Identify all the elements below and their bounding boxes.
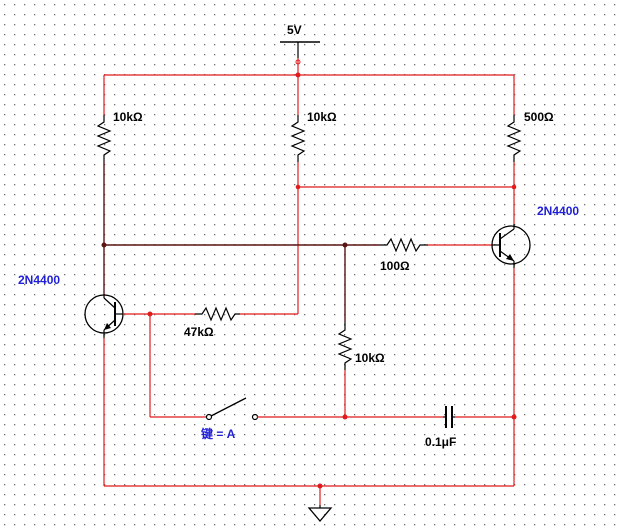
transistor-left-label: 2N4400: [18, 273, 60, 287]
resistor-left-top[interactable]: [96, 115, 112, 162]
ground-icon[interactable]: [307, 505, 333, 523]
resistor-right-top[interactable]: [506, 115, 522, 162]
resistor-mid-top-label: 10kΩ: [307, 110, 337, 124]
resistor-base-right-label: 100Ω: [380, 259, 410, 273]
resistor-base-left-label: 47kΩ: [184, 325, 214, 339]
wires-bus: [103, 162, 380, 322]
switch-label: 键 = A: [200, 426, 236, 441]
junction-dot: [147, 311, 153, 317]
transistor-right-label: 2N4400: [537, 204, 579, 218]
supply-label: 5V: [287, 23, 302, 37]
junction-dot: [101, 242, 107, 248]
resistor-mid-top[interactable]: [290, 115, 306, 162]
transistor-right[interactable]: [491, 224, 531, 268]
junction-dot: [342, 242, 348, 248]
junction-dot: [511, 184, 517, 190]
resistor-base-left[interactable]: [195, 306, 240, 322]
capacitor-label: 0.1μF: [425, 435, 456, 449]
junction-dot: [317, 483, 323, 489]
wires-top-rail: [103, 74, 515, 115]
resistor-left-top-label: 10kΩ: [113, 110, 143, 124]
wires-mid-level: [240, 162, 515, 315]
junction-dot: [342, 414, 348, 420]
resistor-center-down-label: 10kΩ: [355, 351, 385, 365]
switch[interactable]: [205, 397, 259, 421]
resistor-center-down[interactable]: [337, 322, 353, 370]
wires-bottom-row: [103, 268, 515, 505]
junction-dot: [511, 414, 517, 420]
wires-left-base: [123, 313, 207, 418]
capacitor[interactable]: [443, 406, 455, 428]
resistor-right-top-label: 500Ω: [524, 110, 554, 124]
junction-dot: [295, 184, 301, 190]
resistor-base-right[interactable]: [380, 237, 428, 253]
